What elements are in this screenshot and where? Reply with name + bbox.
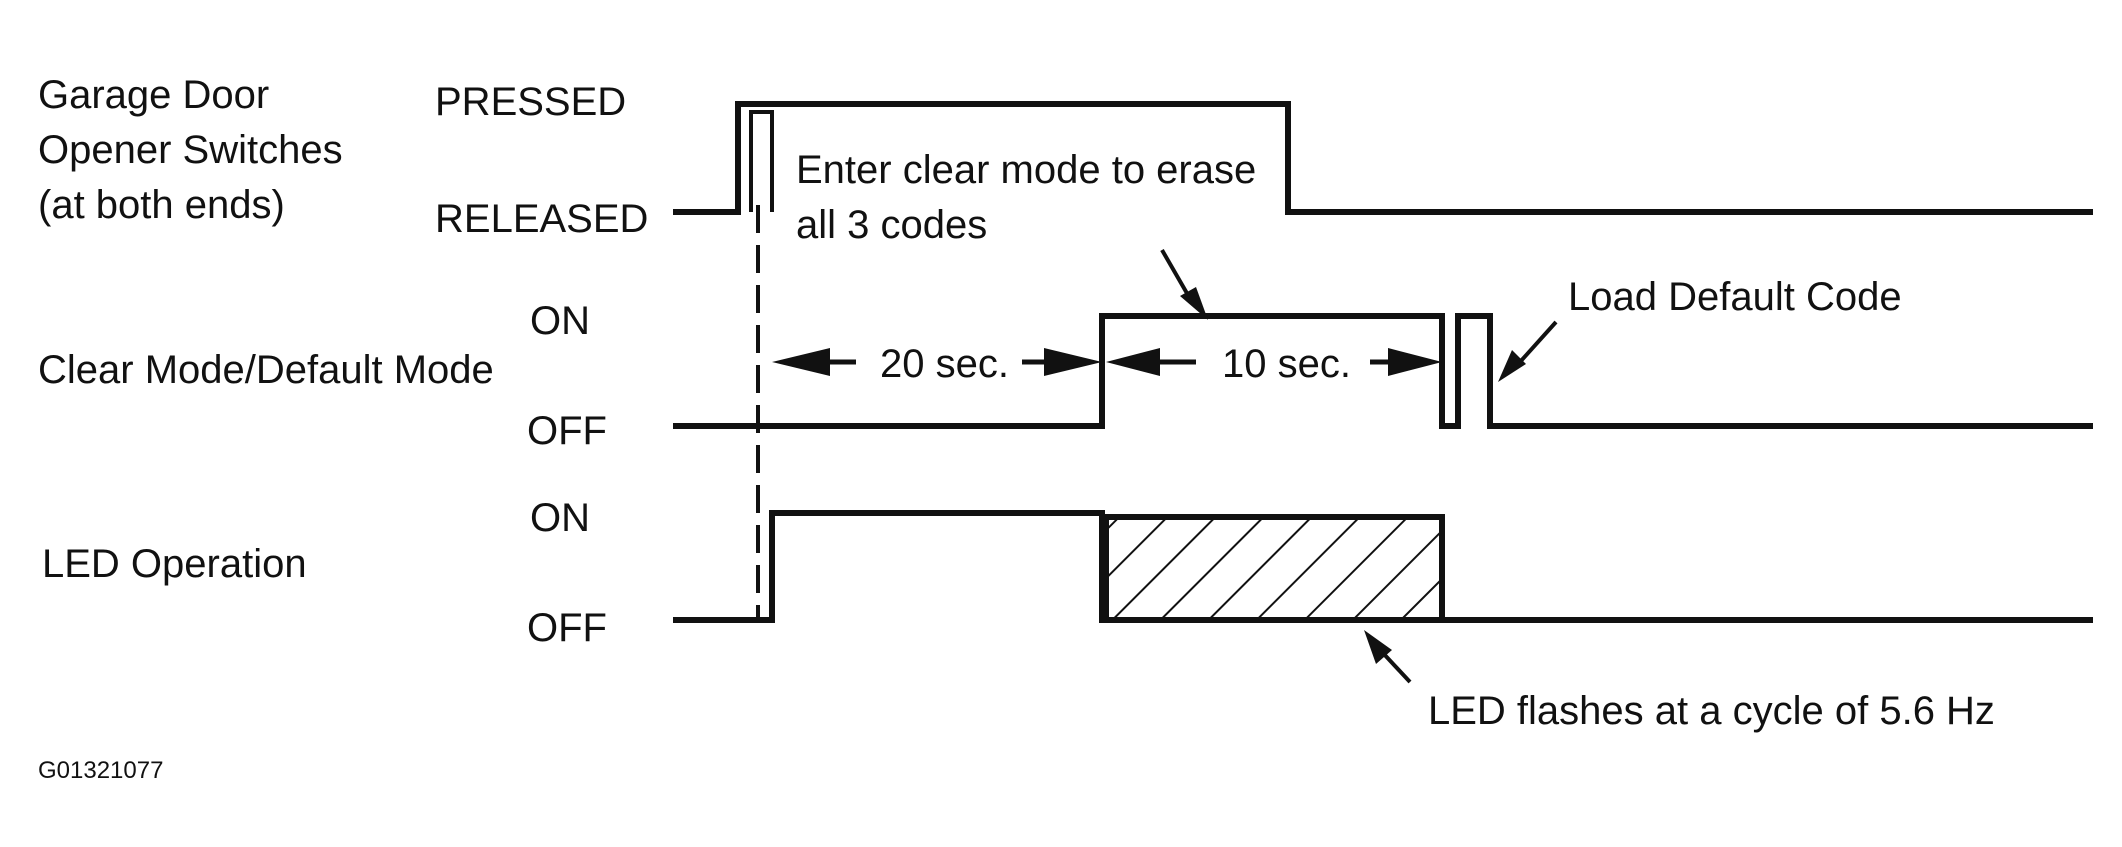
annotation-clear-mode-line1: Enter clear mode to erase: [796, 148, 1256, 192]
signal-label-line: (at both ends): [38, 183, 285, 227]
annotation-clear-mode-line2: all 3 codes: [796, 203, 987, 247]
level-label-led-on: ON: [530, 496, 590, 540]
duration-label-20: 20 sec.: [880, 342, 1009, 386]
waveform-garage-door: [673, 101, 2093, 215]
signal-label-line: Opener Switches: [38, 128, 343, 172]
dimension-10-sec: 10 sec.: [1106, 342, 1442, 386]
waveform-garage-door-inner: [749, 110, 774, 212]
arrow-led-flash-pointer: [1364, 630, 1412, 684]
annotation-load-default: Load Default Code: [1568, 275, 1902, 319]
level-label-clear-on: ON: [530, 299, 590, 343]
arrow-load-default-pointer: [1498, 320, 1558, 382]
signal-label-led: LED Operation: [42, 542, 307, 586]
level-label-led-off: OFF: [527, 606, 607, 650]
waveform-clear-mode: [673, 313, 2093, 429]
duration-label-10: 10 sec.: [1222, 342, 1351, 386]
level-label-pressed: PRESSED: [435, 80, 626, 124]
signal-label-line: Garage Door: [38, 73, 269, 117]
signal-label-garage-door: Garage Door Opener Switches (at both end…: [38, 73, 343, 227]
figure-code: G01321077: [38, 757, 163, 784]
level-label-released: RELEASED: [435, 197, 648, 241]
led-flashing-region: [1103, 514, 1445, 623]
arrow-clear-mode-pointer: [1160, 249, 1208, 320]
level-label-clear-off: OFF: [527, 409, 607, 453]
signal-label-clear-mode: Clear Mode/Default Mode: [38, 348, 494, 392]
annotation-led-flash: LED flashes at a cycle of 5.6 Hz: [1428, 689, 1995, 733]
dimension-20-sec: 20 sec.: [772, 342, 1102, 386]
